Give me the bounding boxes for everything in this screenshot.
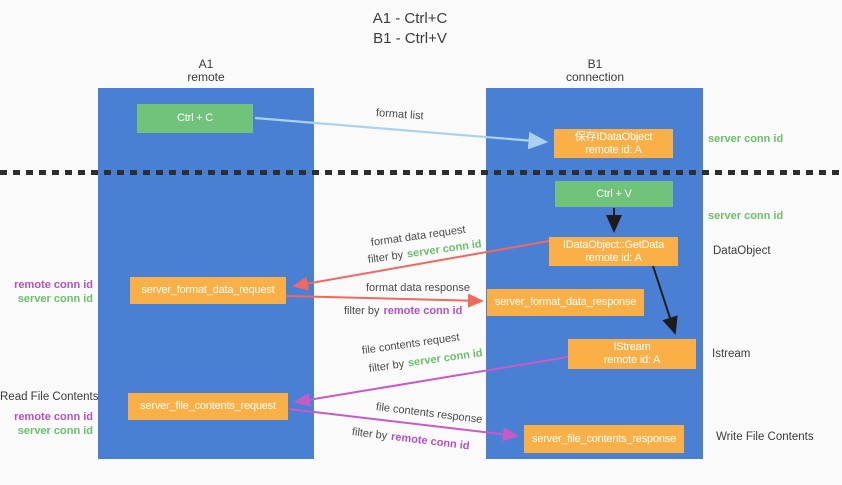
node-istream: IStream remote id: A <box>568 339 696 369</box>
node-server-file-contents-request: server_file_contents_request <box>128 393 288 420</box>
side-label-remote-conn-id-2: remote conn id <box>14 411 93 423</box>
node-save-idataobject: 保存IDataObject remote id: A <box>554 129 673 158</box>
node-istream-subtitle: remote id: A <box>603 354 661 366</box>
node-server-file-contents-response: server_file_contents_response <box>524 425 684 453</box>
node-idataobject-getdata-title: IDataObject::GetData <box>562 238 665 251</box>
column-header-a1: A1 remote <box>98 58 314 84</box>
node-server-file-contents-request-label: server_file_contents_request <box>140 400 276 412</box>
title-line-2: B1 - Ctrl+V <box>373 30 447 47</box>
node-ctrl-v: Ctrl + V <box>555 181 673 207</box>
side-label-remote-conn-id-1: remote conn id <box>14 279 93 291</box>
node-ctrl-c: Ctrl + C <box>137 104 253 133</box>
node-server-format-data-request: server_format_data_request <box>130 277 286 304</box>
node-idataobject-getdata: IDataObject::GetData remote id: A <box>549 237 678 266</box>
side-label-write-file-contents: Write File Contents <box>716 431 814 443</box>
node-istream-title: IStream <box>613 341 651 353</box>
column-a1-role: remote <box>187 70 225 84</box>
node-save-idataobject-title: 保存IDataObject <box>574 130 653 143</box>
side-label-server-conn-id-right-1: server conn id <box>708 133 784 145</box>
node-idataobject-getdata-subtitle: remote id: A <box>585 251 642 264</box>
node-server-format-data-response-label: server_format_data_response <box>494 296 637 308</box>
column-b1-name: B1 <box>587 57 603 71</box>
side-label-server-conn-id-2: server conn id <box>17 425 93 437</box>
edge-label-format-data-response: format data response <box>366 282 470 294</box>
side-label-istream: Istream <box>712 348 751 360</box>
side-label-server-conn-id-1: server conn id <box>17 293 93 305</box>
node-save-idataobject-subtitle: remote id: A <box>585 143 642 156</box>
node-server-file-contents-response-label: server_file_contents_response <box>531 432 676 445</box>
node-server-format-data-response: server_format_data_response <box>487 289 644 316</box>
arrow-getdata-to-istream <box>652 265 678 335</box>
arrow-format-data-request <box>292 240 550 291</box>
arrow-format-data-response <box>286 293 484 308</box>
arrow-file-contents-response <box>288 408 519 442</box>
column-a1-name: A1 <box>198 57 214 71</box>
side-label-conn-ids-upper: remote conn id server conn id <box>0 278 93 306</box>
node-ctrl-v-label: Ctrl + V <box>596 187 632 200</box>
side-label-conn-ids-lower: remote conn id server conn id <box>0 410 93 438</box>
node-ctrl-c-label: Ctrl + C <box>177 112 213 124</box>
diagram-title: A1 - Ctrl+C B1 - Ctrl+V <box>0 9 820 49</box>
side-label-server-conn-id-right-2: server conn id <box>708 210 784 222</box>
arrow-format-list <box>254 116 549 150</box>
node-server-format-data-request-label: server_format_data_request <box>141 284 275 296</box>
column-header-b1: B1 connection <box>487 58 703 84</box>
side-label-dataobject: DataObject <box>713 245 771 257</box>
column-b1-role: connection <box>565 70 625 84</box>
title-line-1: A1 - Ctrl+C <box>372 10 448 27</box>
arrow-file-contents-request <box>294 356 569 407</box>
phase-divider-dotted-line <box>0 170 842 175</box>
side-label-read-file-contents: Read File Contents <box>0 391 99 403</box>
